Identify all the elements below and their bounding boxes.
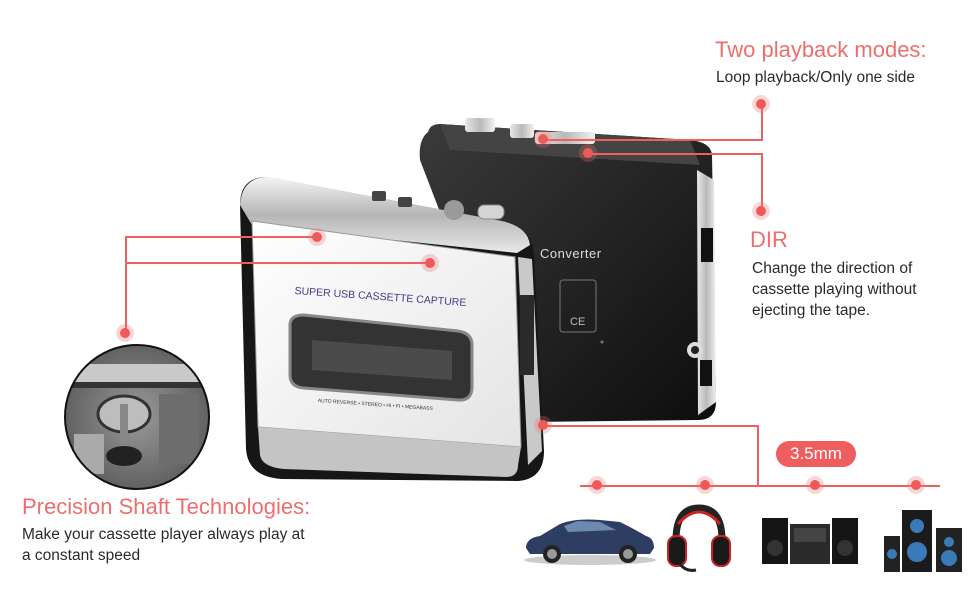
jack-line-vertical <box>757 425 759 485</box>
playback-line-vertical <box>761 104 763 140</box>
dot-output-stereo <box>806 476 824 494</box>
shaft-line-vert <box>125 236 127 333</box>
dir-line-vertical <box>761 153 763 210</box>
playback-line-horizontal <box>543 139 763 141</box>
back-device-label: Converter <box>540 246 602 261</box>
dir-title: DIR <box>750 227 788 252</box>
shaft-title: Precision Shaft Technologies: <box>22 494 311 519</box>
dir-desc-line: Change the direction of <box>752 260 913 277</box>
dot-dir-device <box>579 144 597 162</box>
shaft-desc-line: a constant speed <box>22 547 141 564</box>
dot-playback-top <box>752 95 770 113</box>
shaft-desc-line: Make your cassette player always play at <box>22 526 305 543</box>
dot-shaft-1 <box>308 228 326 246</box>
outputs-line <box>580 485 940 487</box>
dir-desc-line: cassette playing without <box>752 281 917 298</box>
dot-output-car <box>588 476 606 494</box>
stereo-icon <box>762 518 858 564</box>
dir-line-horizontal <box>588 153 763 155</box>
jack-line-horizontal <box>543 425 759 427</box>
shaft-desc: Make your cassette player always play at… <box>22 524 305 566</box>
shaft-inset-image <box>64 344 210 490</box>
shaft-line-1 <box>125 236 317 238</box>
playback-desc: Loop playback/Only one side <box>716 69 916 86</box>
dot-output-headphones <box>696 476 714 494</box>
playback-title: Two playback modes: <box>715 37 927 62</box>
svg-text:CE: CE <box>570 316 585 328</box>
shaft-line-2 <box>125 262 430 264</box>
dot-jack <box>534 416 552 434</box>
dot-shaft-inset <box>116 324 134 342</box>
dot-playback-device <box>534 130 552 148</box>
dir-desc-line: ejecting the tape. <box>752 302 871 319</box>
jack-size-badge: 3.5mm <box>776 441 856 467</box>
dot-shaft-2 <box>421 254 439 272</box>
dot-output-speakers <box>907 476 925 494</box>
car-icon <box>524 519 656 565</box>
front-cassette-player <box>240 177 544 481</box>
headphones-icon <box>667 504 731 572</box>
dot-dir <box>752 202 770 220</box>
dir-desc: Change the direction of cassette playing… <box>752 258 917 321</box>
speakers-icon <box>884 510 962 572</box>
